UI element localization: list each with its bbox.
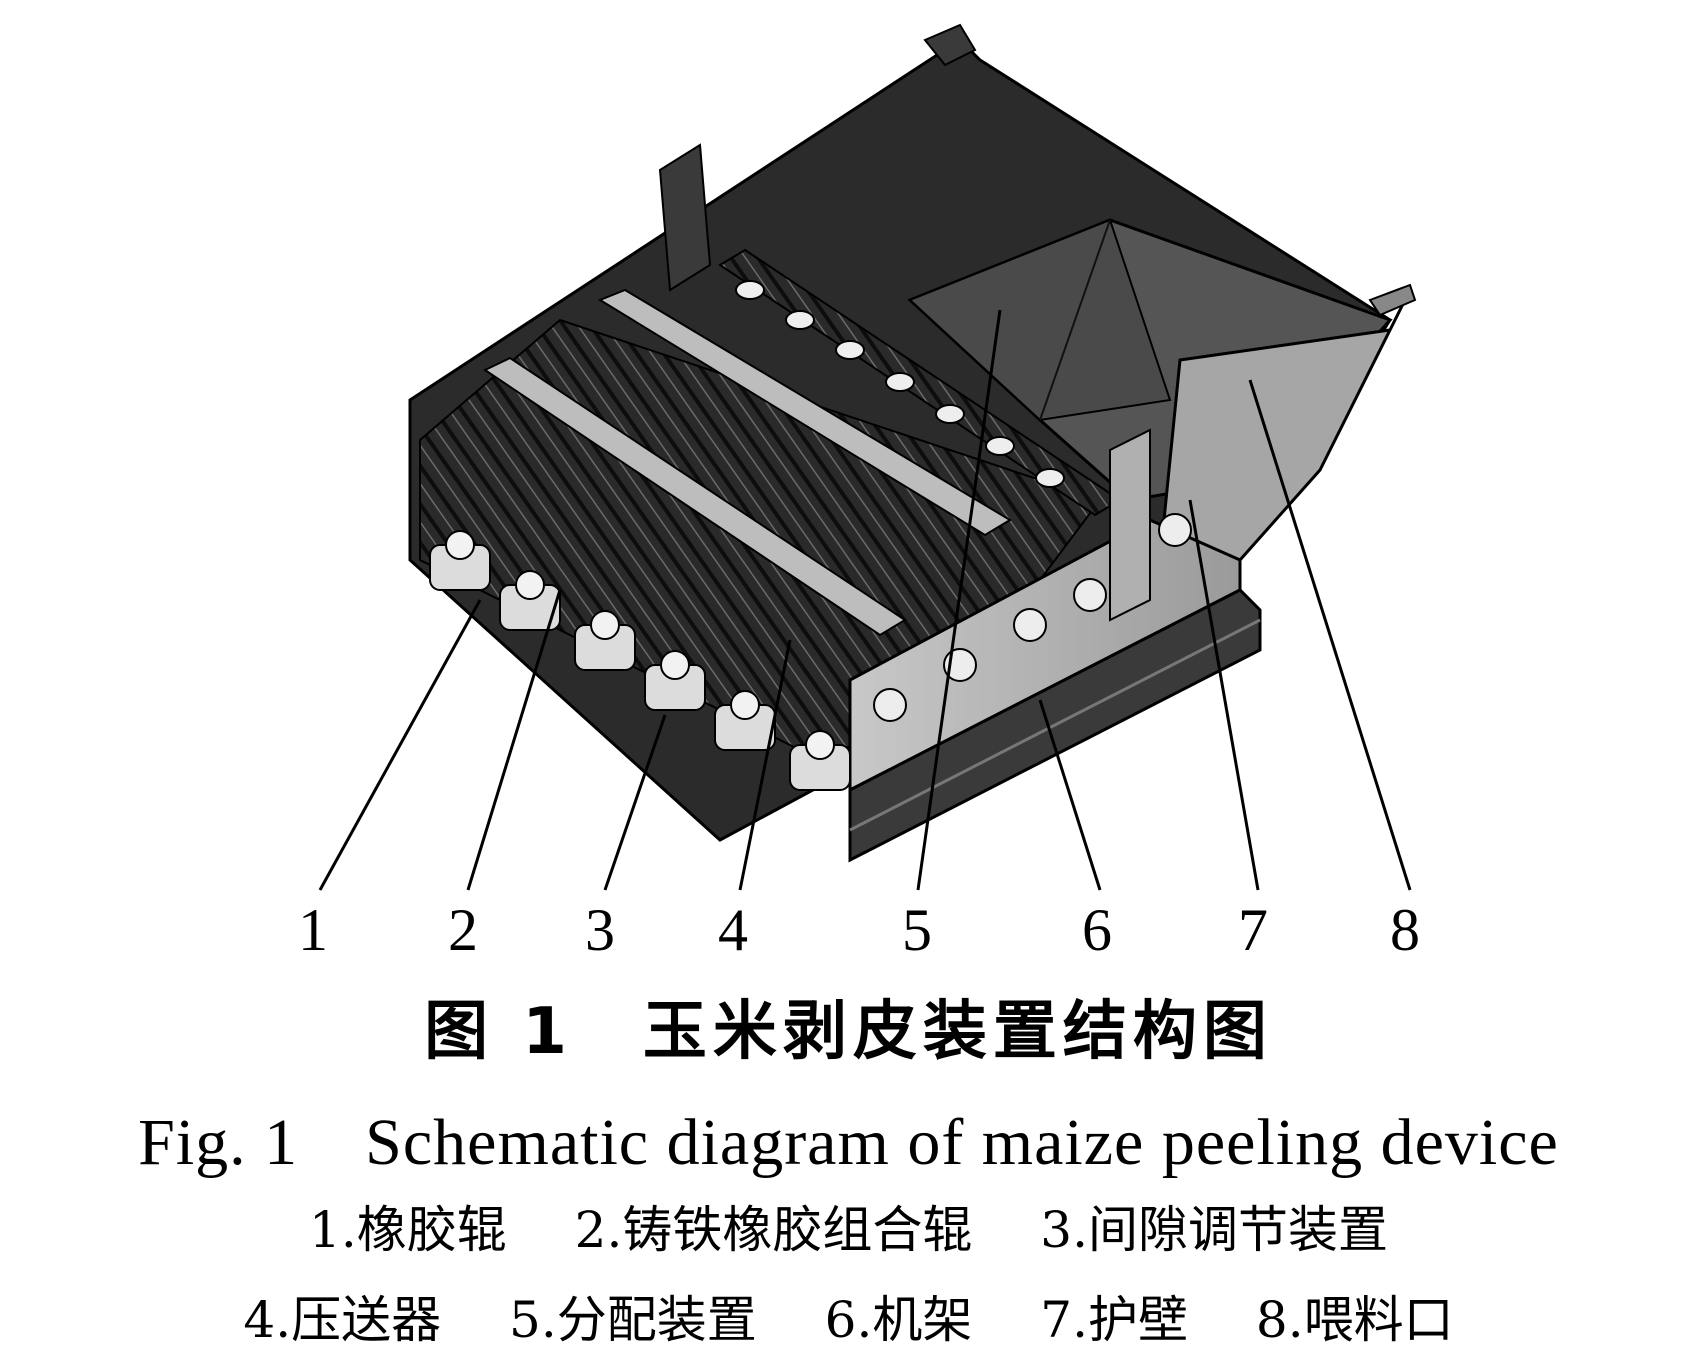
legend-item-4: 4.压送器 (243, 1291, 442, 1349)
legend-item-2: 2.铸铁橡胶组合辊 (574, 1201, 973, 1259)
callout-3: 3 (585, 897, 615, 963)
callout-8: 8 (1390, 897, 1420, 963)
hopper-tab (1368, 283, 1417, 317)
legend-item-5: 5.分配装置 (509, 1291, 757, 1349)
leader-lines (318, 309, 1412, 891)
legend-item-6: 6.机架 (824, 1291, 973, 1349)
figure-caption-chinese: 图 1 玉米剥皮装置结构图 (424, 995, 1273, 1069)
callout-4: 4 (718, 897, 748, 963)
callout-2: 2 (448, 897, 478, 963)
legend-item-1: 1.橡胶辊 (309, 1201, 507, 1259)
callout-7: 7 (1238, 897, 1268, 963)
gap-adjusting-knobs (445, 530, 835, 760)
leader-4 (738, 639, 792, 891)
leader-8 (1248, 379, 1412, 891)
legend-row-2: 4.压送器 5.分配装置 6.机架 7.护壁 8.喂料口 (0, 1280, 1697, 1352)
leader-5 (916, 309, 1002, 891)
leader-2 (466, 589, 562, 891)
legend-item-3: 3.间隙调节装置 (1040, 1201, 1388, 1259)
leader-7 (1188, 499, 1260, 891)
distribution-device (908, 218, 1172, 422)
leader-3 (603, 714, 667, 891)
distribution-ridge (1039, 219, 1111, 421)
frame-rail (849, 618, 1261, 832)
figure-caption-english: Fig. 1 Schematic diagram of maize peelin… (138, 1106, 1559, 1179)
wall-post (1109, 428, 1151, 622)
legend-row-1: 1.橡胶辊 2.铸铁橡胶组合辊 3.间隙调节装置 (0, 1190, 1697, 1262)
left-bracket (658, 143, 712, 292)
left-hook (923, 23, 977, 67)
leader-6 (1038, 699, 1102, 891)
press-feeder-bar-2 (482, 356, 907, 637)
top-roller-discs (735, 280, 1065, 488)
legend-item-7: 7.护壁 (1040, 1291, 1188, 1349)
press-feeder-bar-1 (597, 288, 1012, 537)
callout-6: 6 (1082, 897, 1112, 963)
legend-item-8: 8.喂料口 (1255, 1291, 1454, 1349)
callout-numbers: 1 2 3 4 5 6 7 8 (298, 897, 1420, 963)
leader-1 (318, 599, 482, 891)
wall-bearings (873, 513, 1192, 722)
callout-1: 1 (298, 897, 328, 963)
callout-5: 5 (902, 897, 932, 963)
